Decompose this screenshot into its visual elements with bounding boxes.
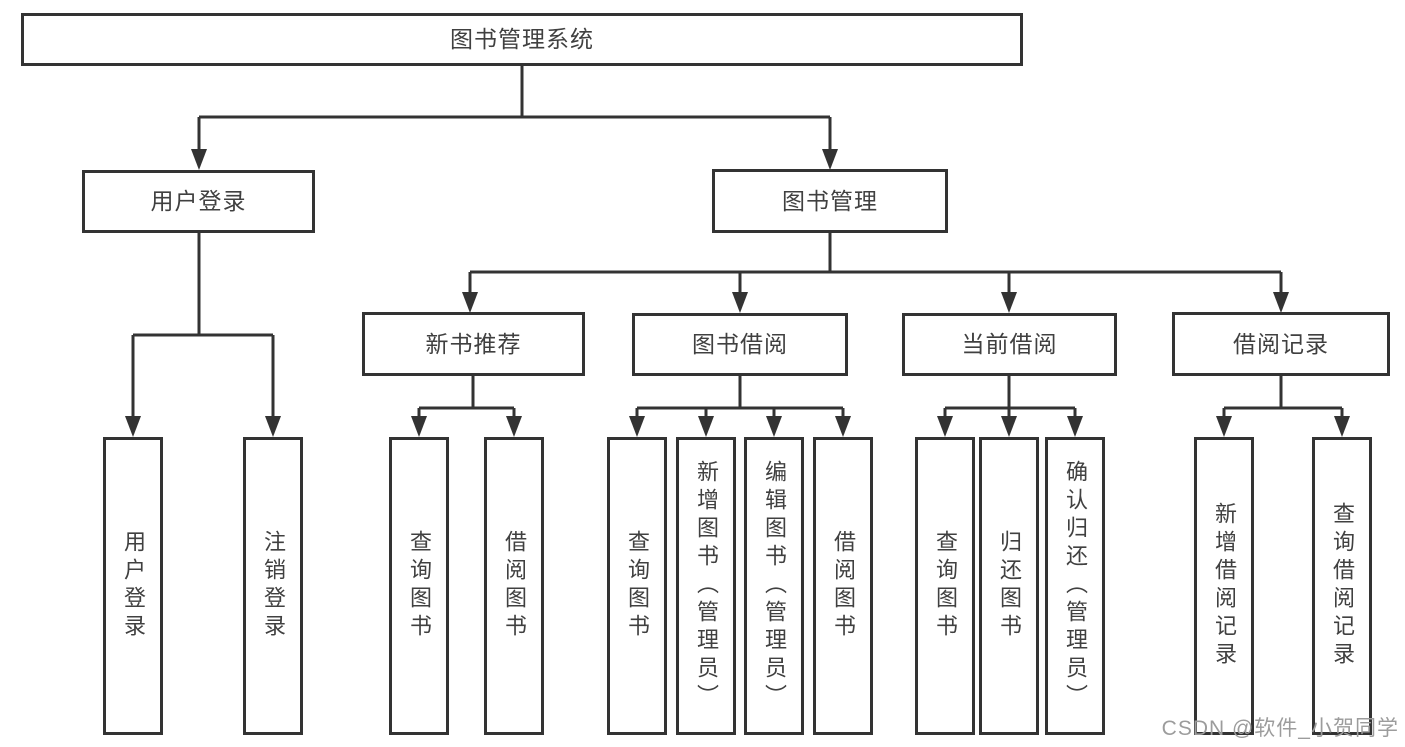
node-borrow-records: 借阅记录 [1172, 312, 1390, 376]
arrowheads [125, 149, 1350, 437]
leaf-edit-book-admin: 编辑图书（管理员） [744, 437, 804, 735]
leaf-user-login: 用户登录 [103, 437, 163, 735]
leaf-query-books-recommend: 查询图书 [389, 437, 449, 735]
leaf-return-book: 归还图书 [979, 437, 1039, 735]
leaf-query-borrow-record: 查询借阅记录 [1312, 437, 1372, 735]
leaf-query-books-borrow: 查询图书 [607, 437, 667, 735]
leaf-query-books-current: 查询图书 [915, 437, 975, 735]
watermark-text: CSDN @软件_小贺同学 [1161, 717, 1399, 740]
leaf-borrow-books-recommend: 借阅图书 [484, 437, 544, 735]
leaf-logout: 注销登录 [243, 437, 303, 735]
leaf-add-book-admin: 新增图书（管理员） [676, 437, 736, 735]
leaf-borrow-books-borrow: 借阅图书 [813, 437, 873, 735]
node-library-system: 图书管理系统 [21, 13, 1023, 66]
leaf-add-borrow-record: 新增借阅记录 [1194, 437, 1254, 735]
node-book-management: 图书管理 [712, 169, 948, 233]
node-current-borrow: 当前借阅 [902, 313, 1117, 376]
node-new-book-recommend: 新书推荐 [362, 312, 585, 376]
leaf-confirm-return-admin: 确认归还（管理员） [1045, 437, 1105, 735]
node-user-login: 用户登录 [82, 170, 315, 233]
node-book-borrow: 图书借阅 [632, 313, 848, 376]
